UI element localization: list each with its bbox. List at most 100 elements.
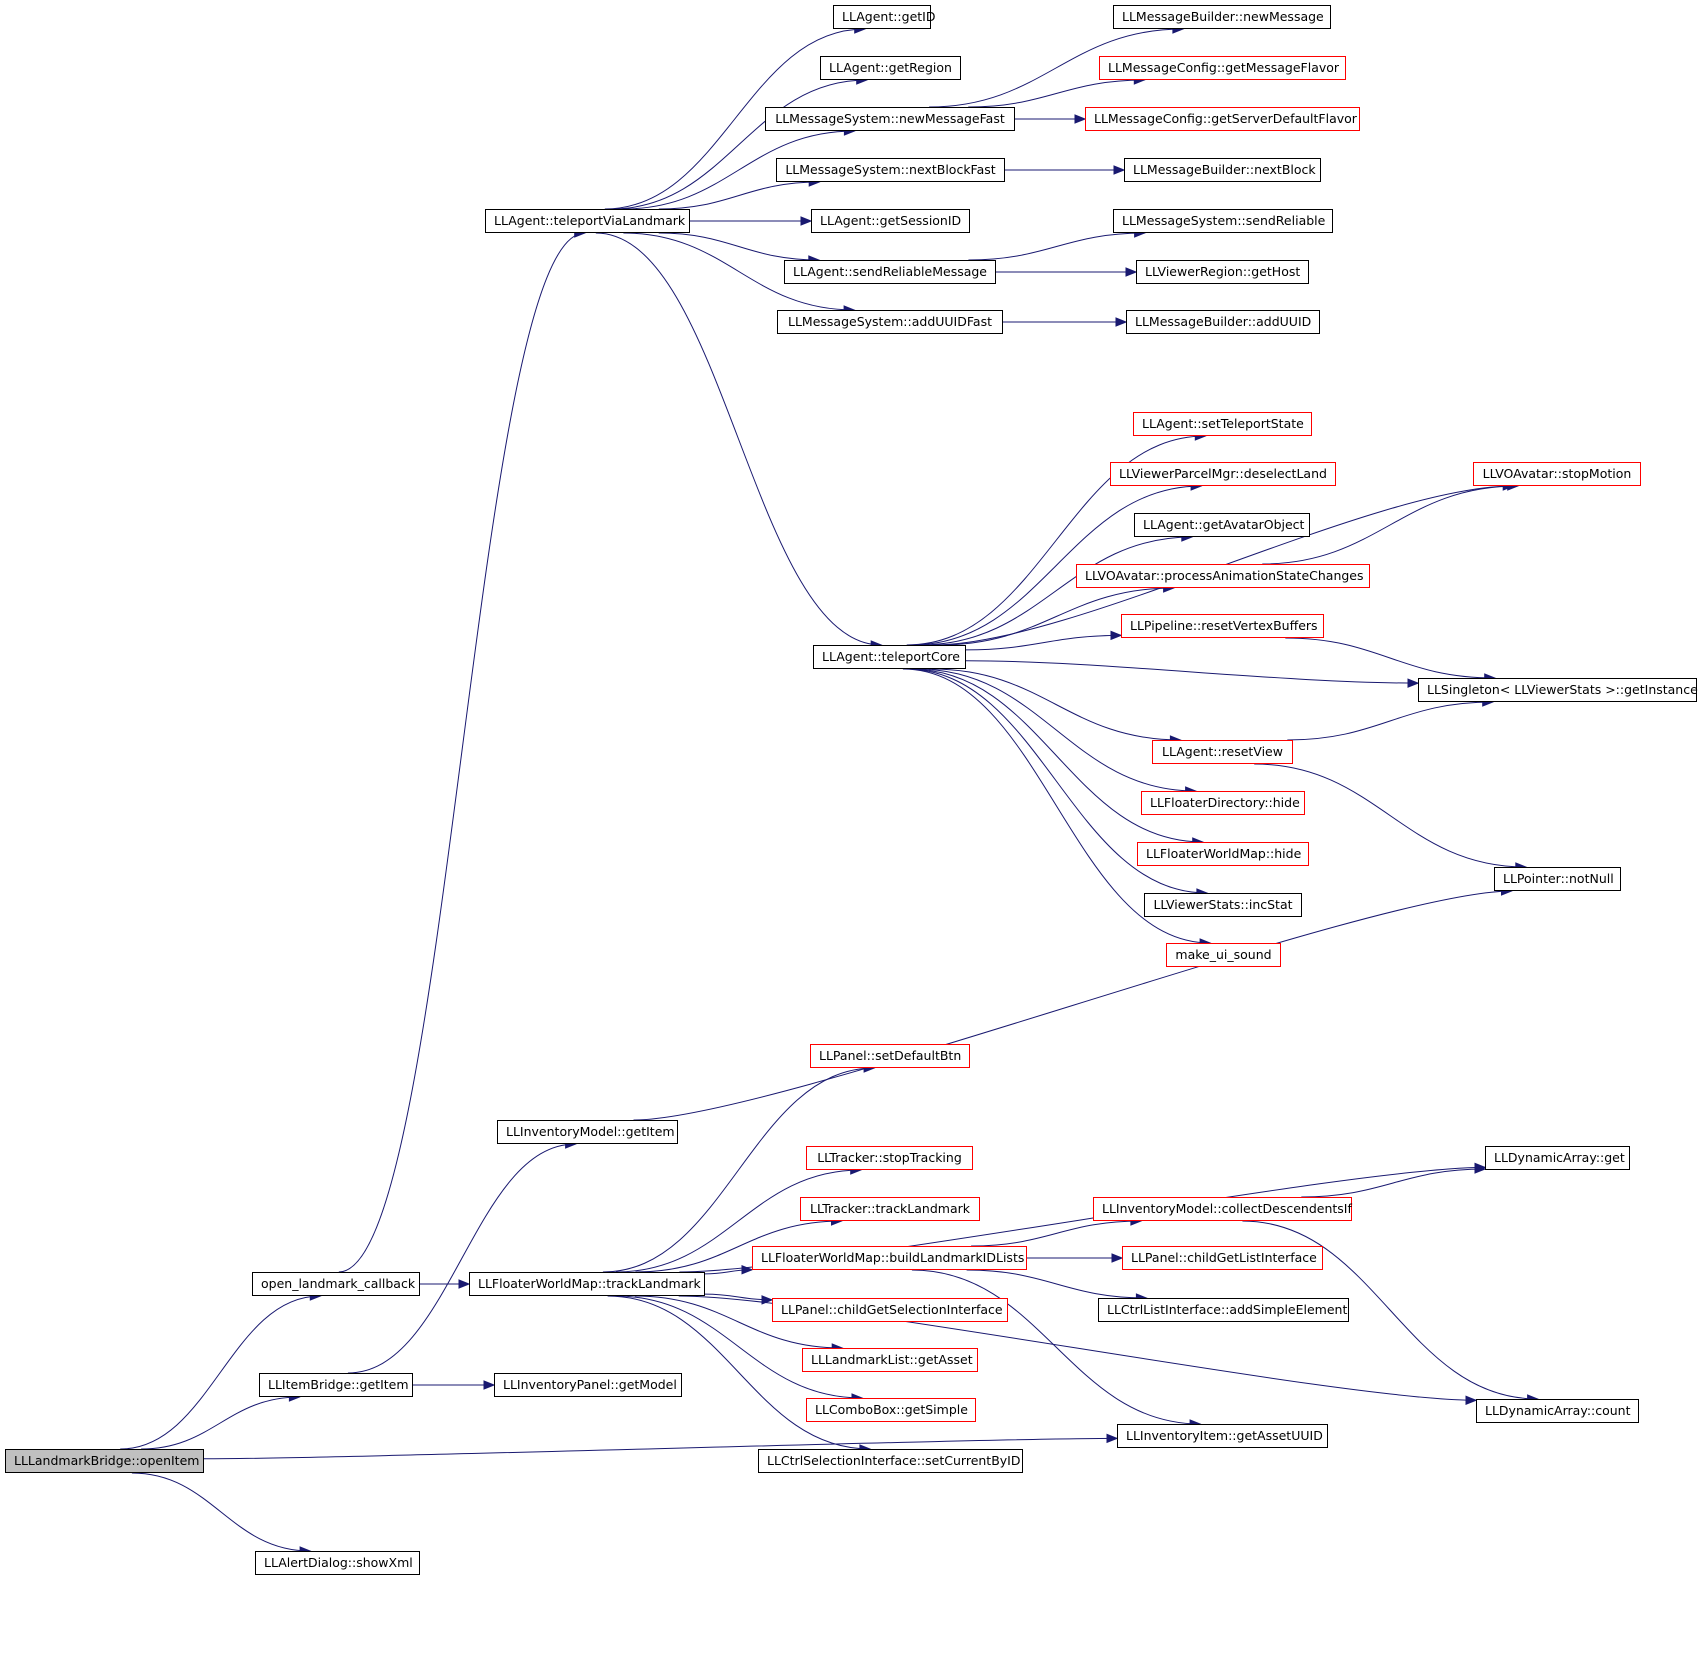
edge-trackLandmark-to-trackerTrackLandmark — [635, 1220, 842, 1273]
edge-itemBridgeGetItem-to-invModelGetItem — [347, 1143, 576, 1374]
node-floaterDirectoryHide[interactable]: LLFloaterDirectory::hide — [1141, 791, 1305, 815]
arrowhead-addUUIDFast-to-addUUID — [1115, 317, 1128, 327]
node-teleportViaLandmark[interactable]: LLAgent::teleportViaLandmark — [485, 209, 690, 233]
node-getRegion[interactable]: LLAgent::getRegion — [820, 56, 961, 80]
node-getServerDefaultFlavor[interactable]: LLMessageConfig::getServerDefaultFlavor — [1085, 107, 1360, 131]
node-getAssetUUID[interactable]: LLInventoryItem::getAssetUUID — [1117, 1424, 1328, 1448]
node-teleportCore[interactable]: LLAgent::teleportCore — [813, 645, 966, 669]
edge-buildLandmarkIDLists-to-addSimpleElement — [966, 1269, 1147, 1299]
edge-trackLandmark-to-setDefaultBtn — [602, 1067, 875, 1273]
node-openLandmarkCb[interactable]: open_landmark_callback — [252, 1272, 420, 1296]
edge-trackLandmark-to-comboBoxGetSimple — [615, 1295, 863, 1399]
node-childGetListInterface[interactable]: LLPanel::childGetListInterface — [1122, 1246, 1323, 1270]
node-getAvatarObject[interactable]: LLAgent::getAvatarObject — [1134, 513, 1310, 537]
edge-teleportCore-to-processAnimationStateChanges — [938, 587, 1174, 646]
edge-teleportViaLandmark-to-nextBlockFast — [658, 181, 820, 210]
node-sendReliableMessage[interactable]: LLAgent::sendReliableMessage — [784, 260, 996, 284]
edge-openItem-to-getAssetUUID — [203, 1437, 1118, 1460]
node-addSimpleElement[interactable]: LLCtrlListInterface::addSimpleElement — [1098, 1298, 1349, 1322]
node-addUUIDFast[interactable]: LLMessageSystem::addUUIDFast — [777, 310, 1003, 334]
arrowhead-nextBlockFast-to-nextBlock — [1113, 165, 1126, 175]
node-getSessionID[interactable]: LLAgent::getSessionID — [811, 209, 970, 233]
edge-trackLandmark-to-dynArrayCount — [678, 1295, 1477, 1401]
edge-openLandmarkCb-to-teleportViaLandmark — [338, 232, 585, 1273]
node-resetView[interactable]: LLAgent::resetView — [1152, 740, 1293, 764]
edge-trackLandmark-to-stopTracking — [615, 1169, 861, 1273]
node-deselectLand[interactable]: LLViewerParcelMgr::deselectLand — [1110, 462, 1336, 486]
edge-sendReliableMessage-to-sendReliable — [968, 232, 1145, 261]
node-nextBlock[interactable]: LLMessageBuilder::nextBlock — [1124, 158, 1321, 182]
node-invModelGetItem[interactable]: LLInventoryModel::getItem — [497, 1120, 678, 1144]
node-newMessageFast[interactable]: LLMessageSystem::newMessageFast — [765, 107, 1015, 131]
node-getHost[interactable]: LLViewerRegion::getHost — [1136, 260, 1309, 284]
node-stopTracking[interactable]: LLTracker::stopTracking — [806, 1146, 973, 1170]
node-getMessageFlavor[interactable]: LLMessageConfig::getMessageFlavor — [1099, 56, 1346, 80]
edge-teleportCore-to-resetVertexBuffers — [965, 634, 1122, 651]
edge-teleportCore-to-floaterDirectoryHide — [916, 668, 1196, 792]
node-makeUiSound[interactable]: make_ui_sound — [1166, 943, 1281, 967]
node-nextBlockFast[interactable]: LLMessageSystem::nextBlockFast — [776, 158, 1005, 182]
node-trackerTrackLandmark[interactable]: LLTracker::trackLandmark — [800, 1197, 980, 1221]
edge-buildLandmarkIDLists-to-getAssetUUID — [911, 1269, 1201, 1425]
node-notNull[interactable]: LLPointer::notNull — [1494, 867, 1621, 891]
edge-resetVertexBuffers-to-getInstance — [1285, 637, 1495, 679]
arrowhead-teleportViaLandmark-to-getSessionID — [800, 216, 813, 226]
arrowhead-collectDescendentsIf-to-dynArrayGet — [1474, 1164, 1487, 1174]
node-invPanelGetModel[interactable]: LLInventoryPanel::getModel — [494, 1373, 682, 1397]
edge-teleportViaLandmark-to-getID — [604, 28, 865, 210]
node-incStat[interactable]: LLViewerStats::incStat — [1144, 893, 1302, 917]
edge-teleportCore-to-getInstance — [965, 660, 1419, 684]
node-childGetSelectionInterface[interactable]: LLPanel::childGetSelectionInterface — [772, 1298, 1008, 1322]
edge-teleportCore-to-floaterWorldMapHide — [909, 668, 1203, 843]
node-processAnimationStateChanges[interactable]: LLVOAvatar::processAnimationStateChanges — [1076, 564, 1370, 588]
node-comboBoxGetSimple[interactable]: LLComboBox::getSimple — [806, 1398, 976, 1422]
edge-openItem-to-openLandmarkCb — [120, 1295, 321, 1450]
arrowhead-itemBridgeGetItem-to-invPanelGetModel — [483, 1380, 496, 1390]
arrowhead-trackLandmark-to-dynArrayCount — [1465, 1395, 1478, 1406]
node-stopMotion[interactable]: LLVOAvatar::stopMotion — [1473, 462, 1641, 486]
node-addUUID[interactable]: LLMessageBuilder::addUUID — [1126, 310, 1320, 334]
arrowhead-newMessageFast-to-getServerDefaultFlavor — [1074, 114, 1087, 124]
edge-openItem-to-showXml — [131, 1472, 311, 1552]
node-floaterWorldMapHide[interactable]: LLFloaterWorldMap::hide — [1137, 842, 1309, 866]
edge-openItem-to-itemBridgeGetItem — [141, 1396, 300, 1450]
node-openItem: LLLandmarkBridge::openItem — [5, 1449, 204, 1473]
edge-trackLandmark-to-landmarkListGetAsset — [634, 1295, 843, 1349]
node-buildLandmarkIDLists[interactable]: LLFloaterWorldMap::buildLandmarkIDLists — [752, 1246, 1027, 1270]
node-setTeleportState[interactable]: LLAgent::setTeleportState — [1133, 412, 1312, 436]
arrowhead-teleportCore-to-resetVertexBuffers — [1110, 630, 1123, 641]
edge-teleportViaLandmark-to-addUUIDFast — [623, 232, 855, 311]
node-resetVertexBuffers[interactable]: LLPipeline::resetVertexBuffers — [1121, 614, 1324, 638]
node-showXml[interactable]: LLAlertDialog::showXml — [255, 1551, 420, 1575]
node-setDefaultBtn[interactable]: LLPanel::setDefaultBtn — [810, 1044, 970, 1068]
edge-teleportCore-to-makeUiSound — [902, 668, 1211, 944]
node-sendReliable[interactable]: LLMessageSystem::sendReliable — [1113, 209, 1333, 233]
node-dynArrayCount[interactable]: LLDynamicArray::count — [1476, 1399, 1639, 1423]
arrowhead-openItem-to-getAssetUUID — [1106, 1433, 1119, 1444]
edge-invModelGetItem-to-notNull — [633, 890, 1512, 1121]
arrowhead-buildLandmarkIDLists-to-childGetListInterface — [1111, 1253, 1124, 1263]
edge-teleportCore-to-incStat — [905, 668, 1207, 894]
arrowhead-sendReliableMessage-to-getHost — [1125, 267, 1138, 277]
node-dynArrayGet[interactable]: LLDynamicArray::get — [1485, 1146, 1630, 1170]
edge-teleportViaLandmark-to-getRegion — [611, 79, 867, 210]
edge-resetView-to-notNull — [1254, 763, 1526, 868]
node-collectDescendentsIf[interactable]: LLInventoryModel::collectDescendentsIf — [1093, 1197, 1352, 1221]
arrowhead-teleportCore-to-getInstance — [1407, 678, 1420, 688]
edge-teleportViaLandmark-to-teleportCore — [595, 232, 882, 646]
node-newMessage[interactable]: LLMessageBuilder::newMessage — [1113, 5, 1331, 29]
edge-teleportViaLandmark-to-newMessageFast — [623, 130, 855, 210]
node-landmarkListGetAsset[interactable]: LLLandmarkList::getAsset — [802, 1348, 978, 1372]
edge-processAnimationStateChanges-to-stopMotion — [1262, 485, 1518, 565]
edge-newMessageFast-to-getMessageFlavor — [968, 79, 1145, 108]
node-getID[interactable]: LLAgent::getID — [833, 5, 935, 29]
edge-buildLandmarkIDLists-to-collectDescendentsIf — [971, 1220, 1141, 1247]
node-setCurrentByID[interactable]: LLCtrlSelectionInterface::setCurrentByID — [758, 1449, 1023, 1473]
node-trackLandmark[interactable]: LLFloaterWorldMap::trackLandmark — [469, 1272, 705, 1296]
edge-teleportCore-to-resetView — [931, 668, 1181, 741]
node-itemBridgeGetItem[interactable]: LLItemBridge::getItem — [259, 1373, 413, 1397]
edge-collectDescendentsIf-to-dynArrayGet — [1301, 1168, 1486, 1198]
node-getInstance[interactable]: LLSingleton< LLViewerStats >::getInstanc… — [1418, 678, 1698, 702]
edge-teleportViaLandmark-to-sendReliableMessage — [658, 232, 819, 261]
